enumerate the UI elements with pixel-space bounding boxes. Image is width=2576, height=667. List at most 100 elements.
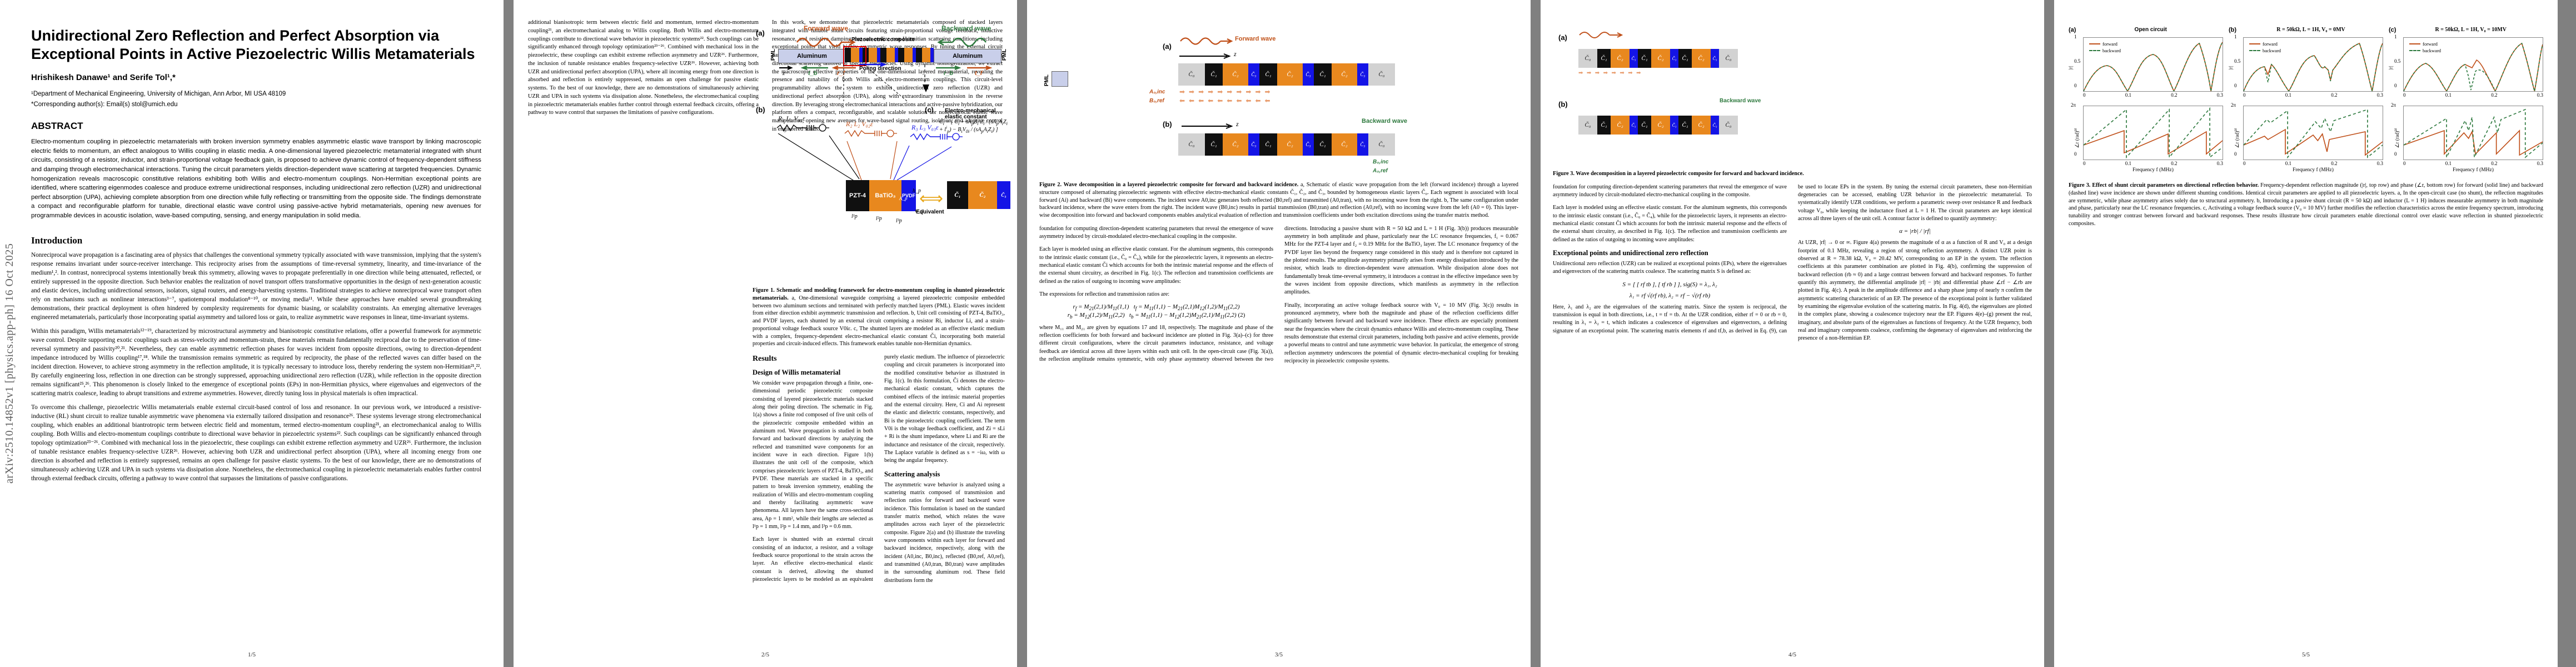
figure3a-mag-ytick-0: 0 — [2074, 83, 2077, 88]
b0-ref-label: B₀,ref — [1149, 98, 1164, 104]
figure2-pml-label: PML — [1044, 74, 1050, 87]
aluminum-right-block: Aluminum — [934, 49, 1001, 63]
figure3a-legend: forward backward — [2089, 41, 2121, 54]
figure3c-legend-backward: backward — [2409, 48, 2441, 53]
cell-c0-right: Č₀ — [1368, 63, 1395, 86]
p4-equation-alpha: α = |rb| / |rf| — [1899, 228, 1931, 235]
forward-swatch — [2409, 43, 2420, 44]
cell-c2-a: Č₂ — [1223, 63, 1248, 86]
forward-swatch — [2089, 43, 2100, 44]
t: 0.2 — [2171, 92, 2178, 98]
figure2a-z-label: z — [1234, 50, 1237, 58]
p4b-cell-c3b: Č₃ — [1670, 116, 1678, 135]
cell-b-c0-right: Č₀ — [1368, 133, 1395, 156]
p3-body-1: foundation for computing direction-depen… — [1039, 225, 1273, 240]
figure3a-legend-forward: forward — [2089, 41, 2121, 47]
figure3a-phase-curves — [2083, 107, 2223, 159]
figure3c-phase-ytick-2pi: 2π — [2391, 102, 2396, 108]
p4-backward-label: Backward wave — [1720, 98, 1761, 104]
cell-b-c2-a: Č₂ — [1223, 133, 1248, 156]
t: 0.1 — [2285, 92, 2291, 98]
figure3-panel-a-title: Open circuit — [2134, 27, 2167, 33]
rf-arrow-icon — [831, 66, 856, 70]
cell-b-c2-b: Č₂ — [1277, 133, 1303, 156]
cell-c3-c: Č₃ — [1357, 63, 1368, 86]
figure3b-phase-ytick-0: 0 — [2234, 151, 2237, 157]
p4-cell-c1b: Č₁ — [1638, 49, 1651, 68]
p4-panel-a-label: (a) — [1558, 33, 1567, 42]
cell-c2-b: Č₂ — [1277, 63, 1303, 86]
figure3b-mag-ytick-05: 0.5 — [2234, 58, 2241, 64]
layer-batio3: BaTiO₃ — [869, 180, 901, 211]
figure-2-caption: Figure 2. Wave decomposition in a layere… — [1039, 181, 1518, 220]
figure3c-mag-xticks: 0 0.1 0.2 0.3 — [2403, 92, 2543, 98]
p4-cell-c2c: Č₂ — [1692, 49, 1711, 68]
figure3c-legend-forward: forward — [2409, 41, 2441, 47]
cell-b-c1-b: Č₁ — [1259, 133, 1277, 156]
p4-lattice-b: Č₀ Č₁ Č₂ Č₃ Č₁ Č₂ Č₃ Č₁ Č₂ Č₃ Č₀ — [1578, 116, 1738, 135]
page-3: PML (a) Forward wave z Č₀ Č₁ Č₂ Č₃ Č₁ — [1027, 0, 1531, 667]
figure3a-phase-ytick-2pi: 2π — [2071, 102, 2076, 108]
figure3b-legend-forward: forward — [2249, 41, 2281, 47]
figure3b-legend: forward backward — [2249, 41, 2281, 54]
p2-paragraph-2: Each layer is shunted with an external c… — [753, 354, 1005, 583]
forward-swatch — [2249, 43, 2260, 44]
t: 0.3 — [2537, 161, 2543, 166]
a0-inc-label: A₀,inc — [1149, 89, 1165, 95]
t: 0 — [2083, 161, 2086, 166]
tf-arrow-icon — [967, 66, 993, 70]
page-1: arXiv:2510.14852v1 [physics.app-ph] 16 O… — [0, 0, 504, 667]
t: 0.2 — [2331, 161, 2338, 166]
circuit-leader-lines — [778, 133, 952, 182]
results-heading-p2: Results — [753, 355, 777, 364]
figure3b-mag-ytick-1: 1 — [2234, 34, 2237, 39]
panel-c-title: Electro-mechanical elastic constant — [945, 108, 996, 120]
eq-c1-label: Č₁ — [947, 181, 968, 209]
eq-c2-label: Č₂ — [968, 181, 997, 209]
figure3a-legend-backward: backward — [2089, 48, 2121, 53]
figure3b-phase-ytick-2pi: 2π — [2231, 102, 2236, 108]
figure3a-mag-ylabel: |r| — [2067, 66, 2074, 69]
abstract-text: Electro-momentum coupling in piezoelectr… — [31, 138, 481, 220]
figure-3-caption-p4: Figure 3. Wave decomposition in a layere… — [1553, 170, 2032, 178]
p2-paragraph-3: The asymmetric wave behavior is analyzed… — [884, 481, 1005, 584]
cell-c1-b: Č₁ — [1259, 63, 1277, 86]
unit-cell-3d-block: PZT-4 BaTiO₃ PVDF — [846, 180, 916, 211]
t: 0.2 — [2331, 92, 2338, 98]
figure3c-phase-ylabel: ∠r (rad) — [2394, 131, 2400, 148]
cell-b-c1-c: Č₁ — [1314, 133, 1332, 156]
figure-2: PML (a) Forward wave z Č₀ Č₁ Č₂ Č₃ Č₁ — [1039, 22, 1518, 178]
forward-legend-label: forward — [2423, 41, 2438, 47]
t: 0.1 — [2125, 161, 2131, 166]
figure2b-lattice: Č₀ Č₁ Č₂ Č₃ Č₁ Č₂ Č₃ Č₁ Č₂ Č₃ Č₀ — [1178, 133, 1395, 156]
figure2-forward-wave-icon — [1180, 37, 1233, 45]
p4-equation-s: S = [ [ rf tb ], [ tf rb ] ], sig(S) = λ… — [1622, 281, 1717, 288]
layer-pvdf: PVDF — [901, 180, 916, 211]
figure3c-mag-ylabel: |r| — [2388, 66, 2394, 69]
figure3b-mag-ylabel: |r| — [2228, 66, 2234, 69]
backward-swatch — [2409, 50, 2420, 51]
p4b-cell-c2a: Č₂ — [1611, 116, 1630, 135]
subsection-design: Design of Willis metamaterial — [753, 369, 841, 377]
figure3c-phase-ytick-pi: π — [2394, 127, 2397, 132]
figure3a-mag-curves — [2083, 42, 2223, 92]
p4b-cell-c3a: Č₃ — [1630, 116, 1638, 135]
intro-paragraph-1: Nonreciprocal wave propagation is a fasc… — [31, 251, 481, 321]
figure-3-plot-grid: (a) Open circuit |r| 1 0.5 0 — [2067, 27, 2543, 173]
cell-c2-c: Č₂ — [1332, 63, 1357, 86]
figure3c-mag-ytick-0: 0 — [2394, 83, 2397, 88]
figure3c-legend: forward backward — [2409, 41, 2441, 54]
figure-3-caption-bold: Figure 3. Effect of shunt circuit parame… — [2069, 182, 2259, 188]
figure3c-mag-plot: forward backward — [2403, 37, 2543, 92]
figure3-panel-a-label: (a) — [2069, 27, 2076, 33]
t: 0.1 — [2125, 92, 2131, 98]
figure3c-mag-ytick-05: 0.5 — [2394, 58, 2401, 64]
figure3-panel-c-label: (c) — [2389, 27, 2396, 33]
backward-legend-label: backward — [2423, 48, 2442, 53]
layer-pzt4: PZT-4 — [846, 180, 869, 211]
dim-a-label: A_p — [899, 196, 908, 201]
figure3a-mag-ytick-1: 1 — [2074, 34, 2077, 39]
figure2a-forward-arrows: ➡ ➡ ➡ ➡ ➡ ➡ ➡ ➡ ➡ ➡ — [1179, 88, 1272, 96]
figure1-panel-a-label: (a) — [756, 29, 765, 37]
p2-paragraph-1: We consider wave propagation through a f… — [753, 380, 873, 530]
